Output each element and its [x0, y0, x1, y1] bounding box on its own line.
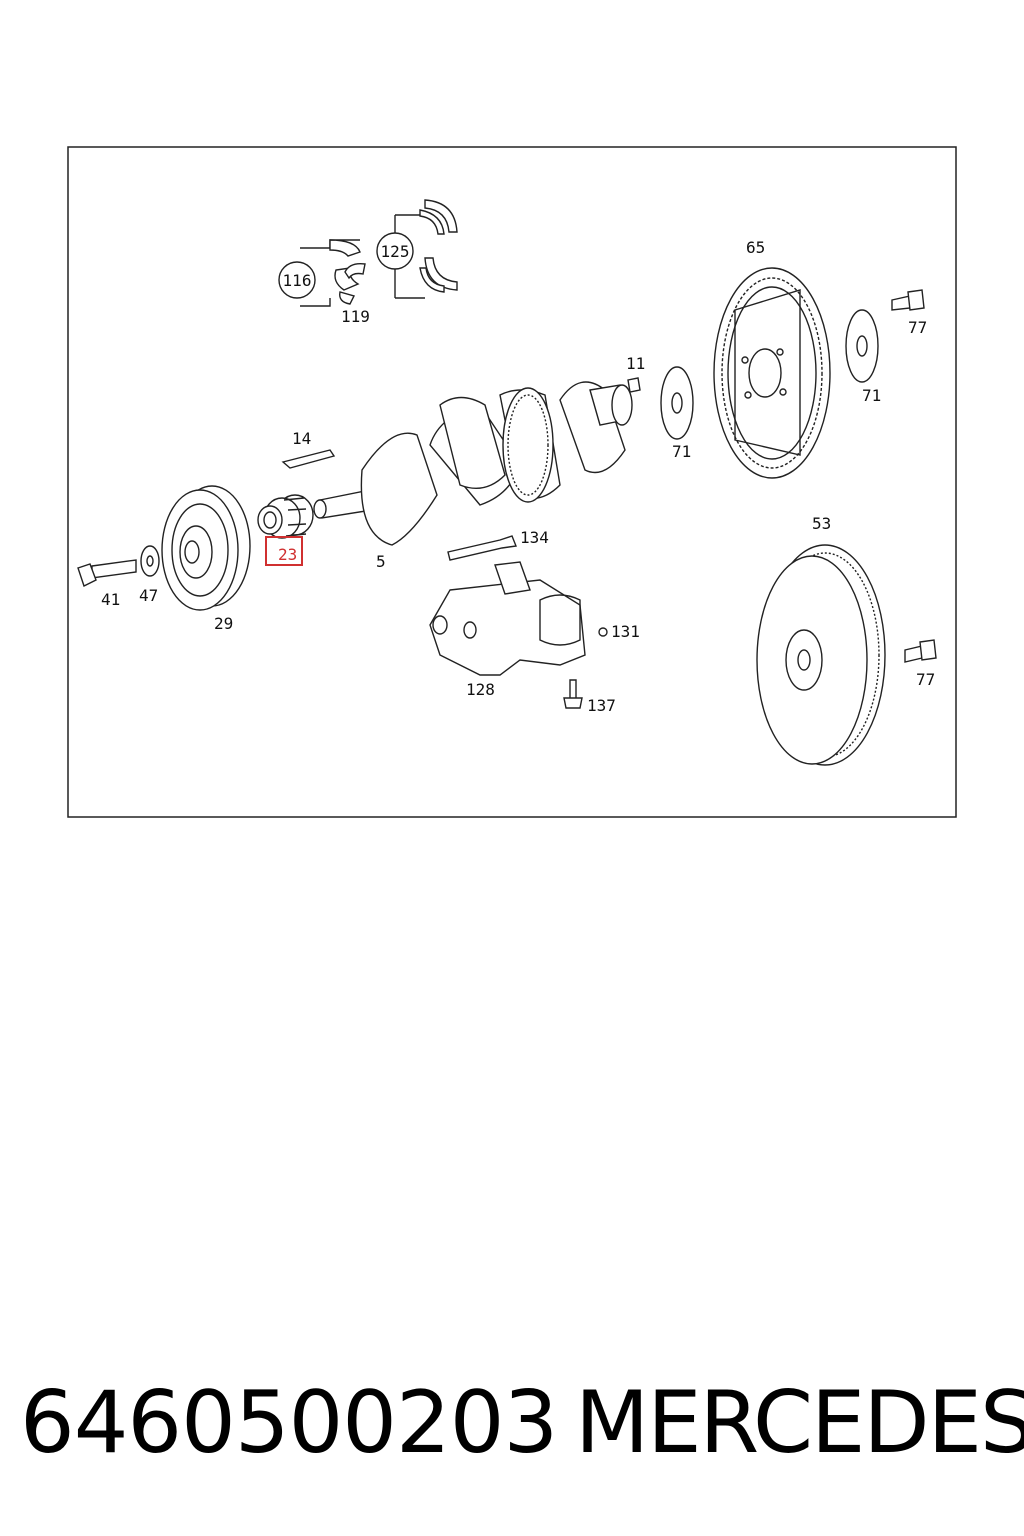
callout-11: 11 [626, 354, 645, 373]
screw [563, 679, 583, 709]
callout-circle-125 [376, 232, 414, 270]
callout-125: 125 [381, 242, 410, 261]
callout-71-middle: 71 [672, 442, 691, 461]
diagram-frame [67, 146, 957, 818]
brand-name: MERCEDES [575, 1373, 1024, 1473]
callout-41: 41 [101, 590, 120, 609]
vibration-damper-pulley [161, 485, 251, 611]
callout-23: 23 [278, 545, 297, 564]
washer [140, 545, 160, 577]
bolt-bottom [904, 639, 937, 663]
highlight-box-23 [265, 536, 303, 566]
dowel-pin [627, 377, 641, 393]
callout-29: 29 [214, 614, 233, 633]
callout-circle-116 [278, 261, 316, 299]
oil-pump [429, 561, 586, 676]
callout-5: 5 [376, 552, 386, 571]
callout-77-top: 77 [908, 318, 927, 337]
callout-137: 137 [587, 696, 616, 715]
callout-47: 47 [139, 586, 158, 605]
plug [598, 627, 608, 637]
crank-bolt [77, 559, 137, 587]
callout-116: 116 [283, 271, 312, 290]
part-number: 6460500203 [20, 1373, 558, 1473]
footer: 6460500203 MERCEDES [0, 1368, 1024, 1478]
callout-71-right: 71 [862, 386, 881, 405]
callout-131: 131 [611, 622, 640, 641]
flywheel [756, 544, 886, 766]
woodruff-key [281, 449, 336, 469]
bearing-shells [278, 199, 458, 307]
callout-119: 119 [341, 307, 370, 326]
oil-pump-bracket [447, 535, 517, 561]
callout-128: 128 [466, 680, 495, 699]
callout-65: 65 [746, 238, 765, 257]
callout-134: 134 [520, 528, 549, 547]
shim-washer-right [845, 309, 879, 383]
crankshaft-gear [257, 494, 314, 539]
callout-53: 53 [812, 514, 831, 533]
flex-plate [713, 267, 831, 479]
bolt-top [891, 289, 925, 311]
shim-washer-middle [660, 366, 694, 440]
crankshaft [313, 381, 633, 546]
callout-77-bottom: 77 [916, 670, 935, 689]
callout-14: 14 [292, 429, 311, 448]
